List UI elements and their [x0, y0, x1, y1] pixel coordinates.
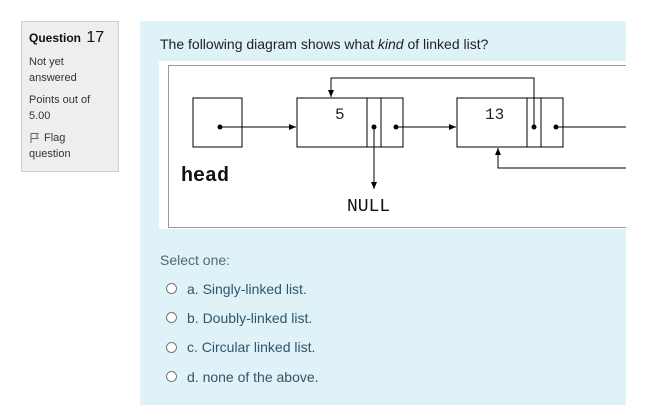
option-b-radio[interactable] — [166, 312, 177, 324]
linked-list-diagram: 5 13 head NULL — [159, 61, 626, 229]
node-2-prev-arrow — [328, 77, 535, 127]
node-1-value: 5 — [335, 106, 345, 124]
option-d[interactable]: d. none of the above. — [166, 362, 319, 391]
question-number: Question 17 — [29, 28, 118, 48]
option-c-radio[interactable] — [166, 341, 177, 353]
node-2-box — [456, 97, 564, 148]
answer-options: a. Singly-linked list. b. Doubly-linked … — [166, 274, 319, 391]
question-content: The following diagram shows what kind of… — [140, 21, 626, 405]
question-text-before: The following diagram shows what — [160, 36, 378, 52]
points-line-1: Points out of — [29, 94, 91, 106]
null-label: NULL — [347, 197, 390, 217]
question-number-value: 17 — [86, 29, 105, 46]
head-box — [192, 97, 243, 148]
flag-icon — [30, 133, 39, 143]
option-d-label[interactable]: d. none of the above. — [187, 368, 319, 385]
option-b-label[interactable]: b. Doubly-linked list. — [187, 309, 313, 326]
option-a-label[interactable]: a. Singly-linked list. — [187, 280, 307, 297]
option-c[interactable]: c. Circular linked list. — [166, 333, 319, 362]
question-info-panel: Question 17 Not yet answered Points out … — [21, 21, 119, 172]
question-text-emphasis: kind — [377, 36, 404, 52]
diagram-svg: 5 13 head NULL — [168, 65, 626, 228]
select-one-prompt: Select one: — [160, 252, 231, 268]
option-a-radio[interactable] — [166, 283, 177, 295]
flag-question-button[interactable]: Flag question — [29, 130, 118, 162]
option-b[interactable]: b. Doubly-linked list. — [166, 303, 319, 332]
question-status: Not yet answered — [29, 54, 118, 86]
question-label: Question — [29, 31, 82, 45]
flag-label-1: Flag — [44, 132, 66, 144]
status-line-1: Not yet — [29, 56, 64, 68]
node-3-prev-arrow — [495, 148, 626, 169]
status-line-2: answered — [29, 72, 77, 84]
option-a[interactable]: a. Singly-linked list. — [166, 274, 319, 303]
option-c-label[interactable]: c. Circular linked list. — [187, 339, 316, 356]
node-1-box — [296, 97, 404, 148]
question-points: Points out of 5.00 — [29, 92, 118, 124]
points-line-2: 5.00 — [29, 110, 51, 122]
question-text-after: of linked list? — [403, 36, 489, 52]
head-label: head — [181, 165, 229, 188]
node-2-value: 13 — [485, 106, 504, 124]
question-text: The following diagram shows what kind of… — [160, 36, 488, 52]
flag-label-2: question — [29, 148, 71, 160]
option-d-radio[interactable] — [166, 371, 177, 383]
